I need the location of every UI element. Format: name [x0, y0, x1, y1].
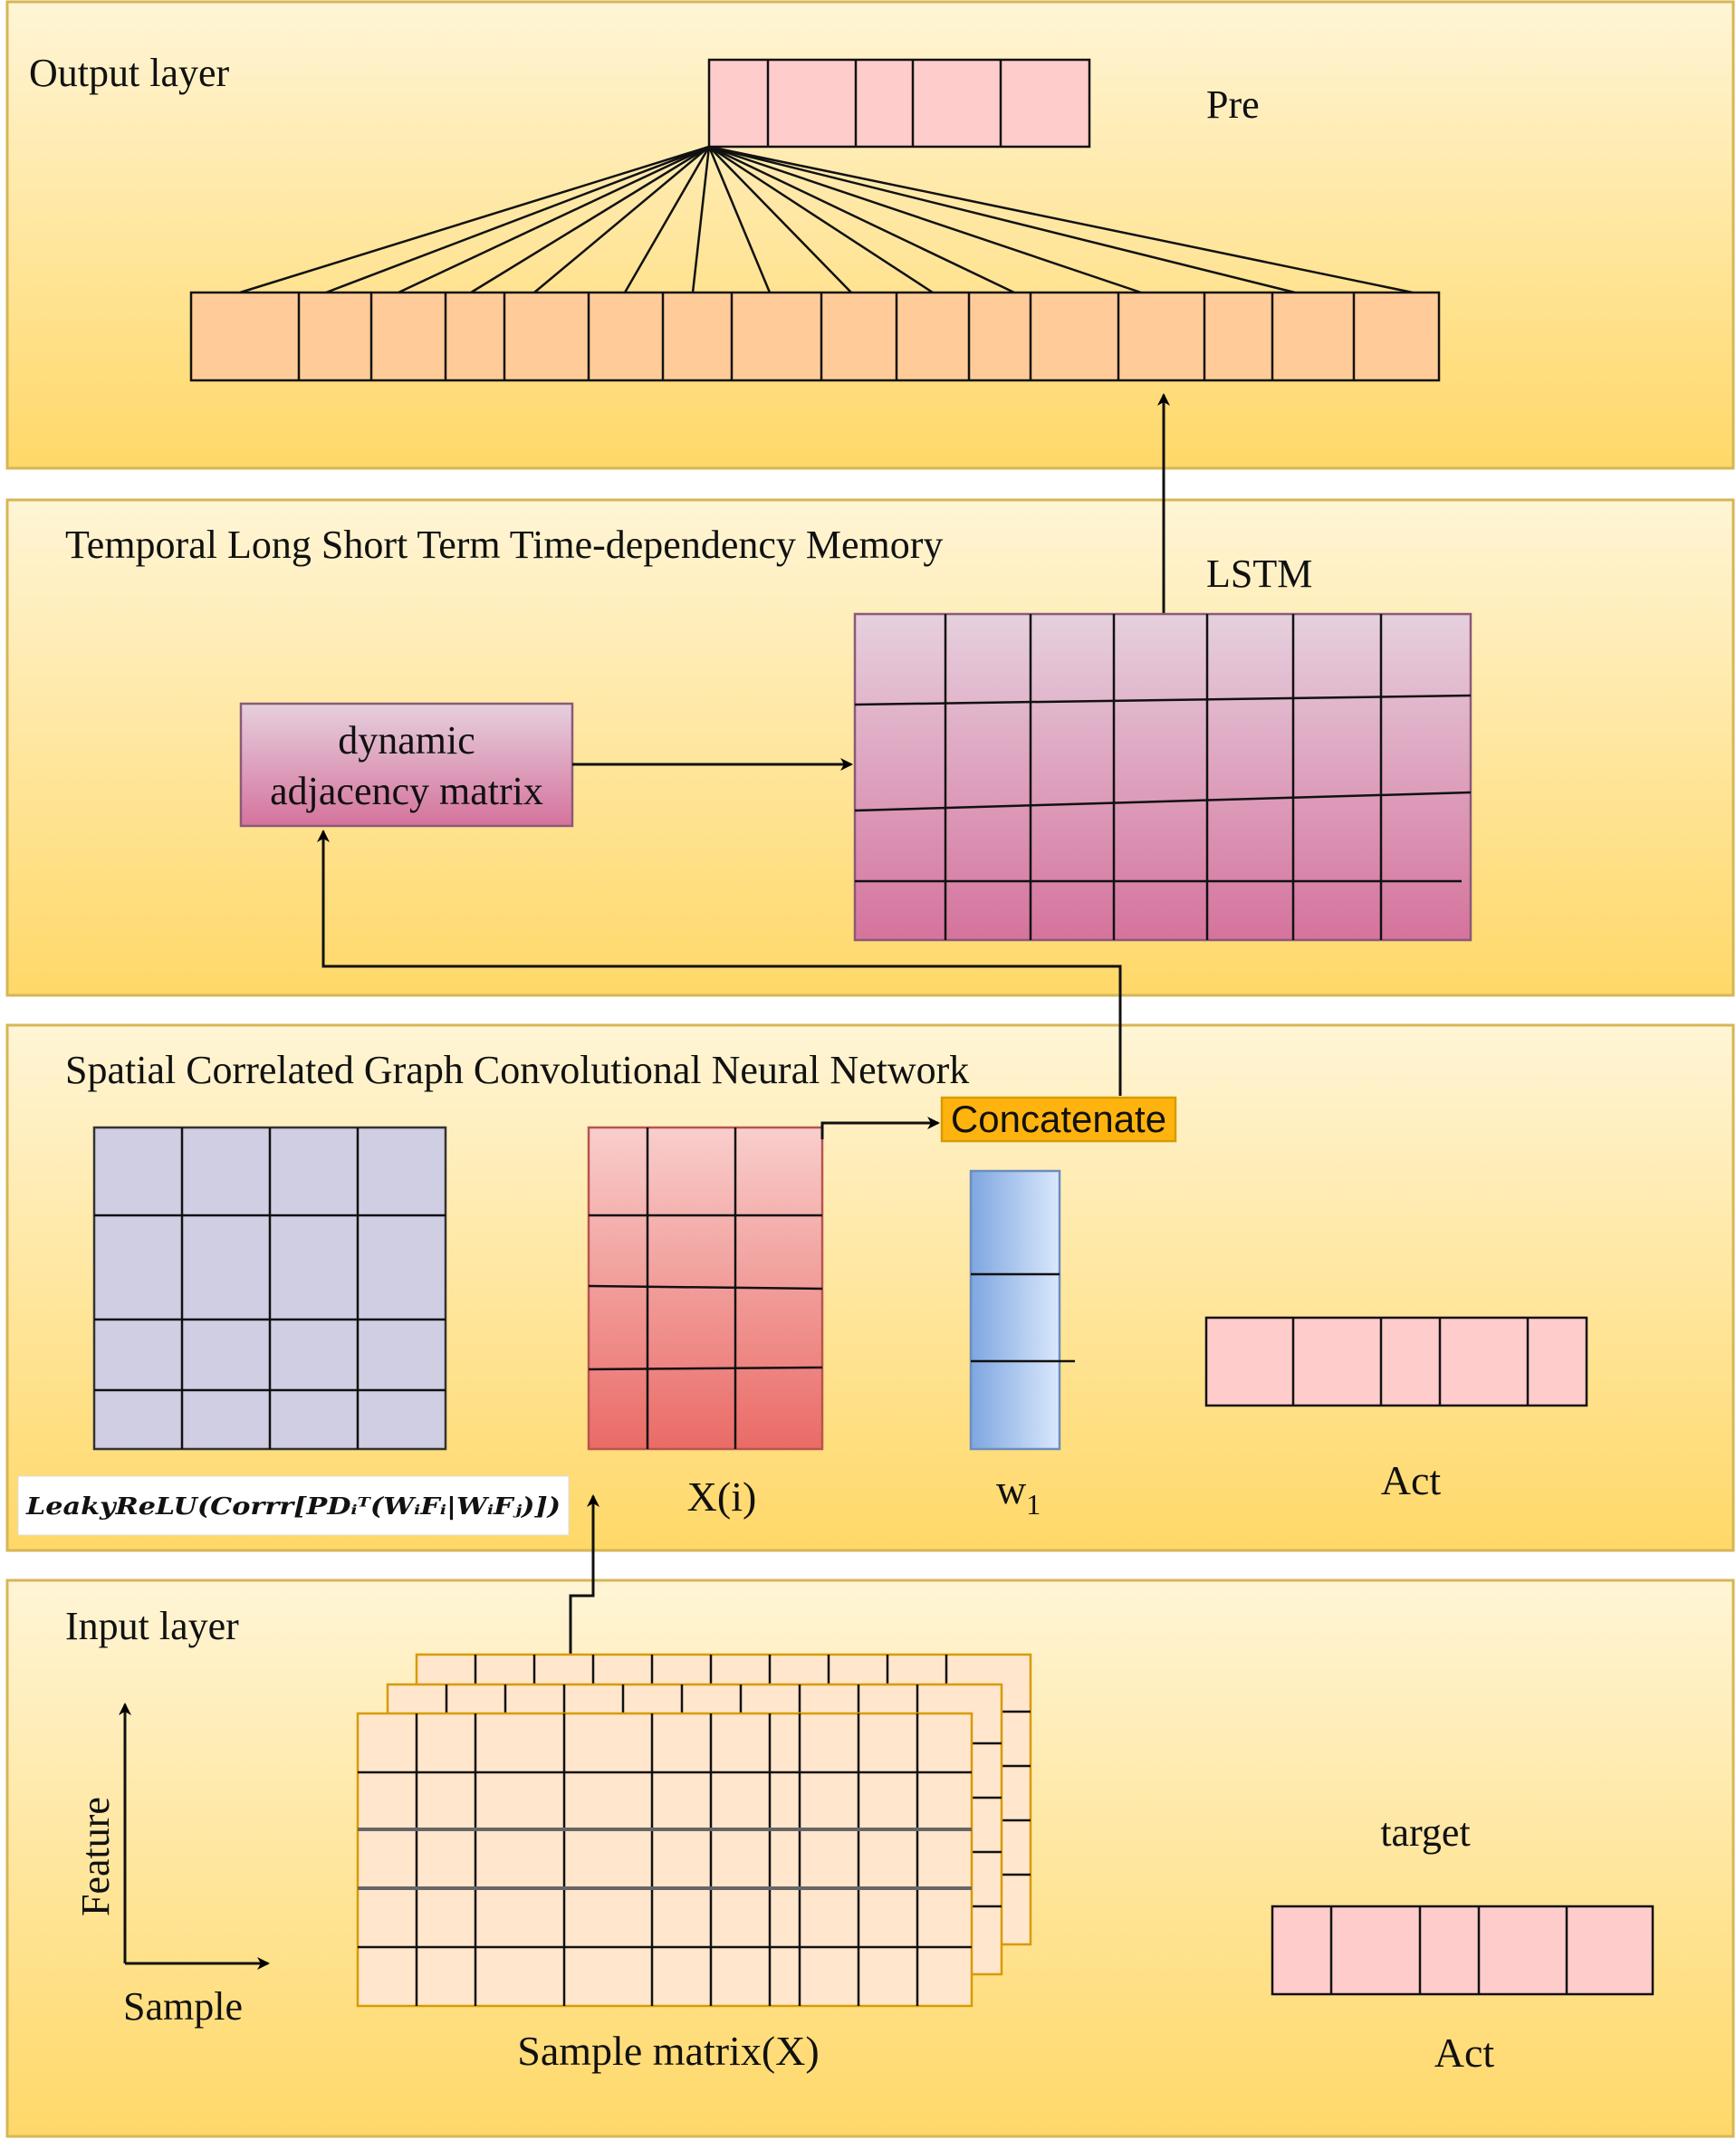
xi-label: X(i): [687, 1473, 757, 1520]
input-layer-title: Input layer: [65, 1604, 239, 1648]
spatial-panel-title: Spatial Correlated Graph Convolutional N…: [65, 1048, 969, 1092]
concatenate-to-adjacency-arrow: [317, 830, 1122, 1096]
formula-box: [17, 1475, 570, 1536]
feature-axis-label: Feature: [73, 1797, 118, 1916]
w1-label: w1: [996, 1466, 1041, 1521]
sample-matrix-front-layer: [356, 1712, 974, 2008]
fan-out-connections: [239, 145, 1414, 294]
xi-matrix-grid: [587, 1126, 824, 1451]
act-label-input: Act: [1434, 2030, 1495, 2076]
adjacency-label-line2: adjacency matrix: [270, 769, 543, 813]
adjacency-label-line1: dynamic: [338, 718, 475, 763]
output-layer-title: Output layer: [29, 51, 230, 95]
hidden-state-vector: [189, 291, 1441, 382]
lstm-grid: [853, 612, 1472, 942]
target-label: target: [1380, 1810, 1470, 1855]
sample-matrix-label: Sample matrix(X): [517, 2028, 819, 2074]
pre-output-vector: [707, 58, 1091, 149]
xi-to-concatenate-arrow: [820, 1117, 940, 1139]
act-label-spatial: Act: [1381, 1457, 1442, 1503]
w1-weight-vector: [969, 1169, 1075, 1451]
temporal-panel-title: Temporal Long Short Term Time-dependency…: [65, 523, 943, 567]
sample-axis-label: Sample: [123, 1984, 243, 2029]
correlation-matrix-grid: [92, 1126, 447, 1451]
pre-label: Pre: [1206, 82, 1260, 127]
act-vector-spatial: [1204, 1316, 1588, 1407]
w1-label-subscript: 1: [1026, 1488, 1041, 1521]
input-to-spatial-arrow: [569, 1494, 599, 1657]
dynamic-adjacency-matrix-box: [239, 702, 574, 828]
concatenate-box: [940, 1096, 1177, 1143]
w1-label-main: w: [996, 1466, 1027, 1512]
concatenate-label: Concatenate: [951, 1098, 1166, 1140]
lstm-label: LSTM: [1206, 552, 1312, 596]
target-act-vector: [1271, 1905, 1654, 1996]
formula-text: LeakyReLU(Corrr[PDᵢᵀ(WᵢFᵢ|WᵢFⱼ)]): [25, 1493, 561, 1521]
